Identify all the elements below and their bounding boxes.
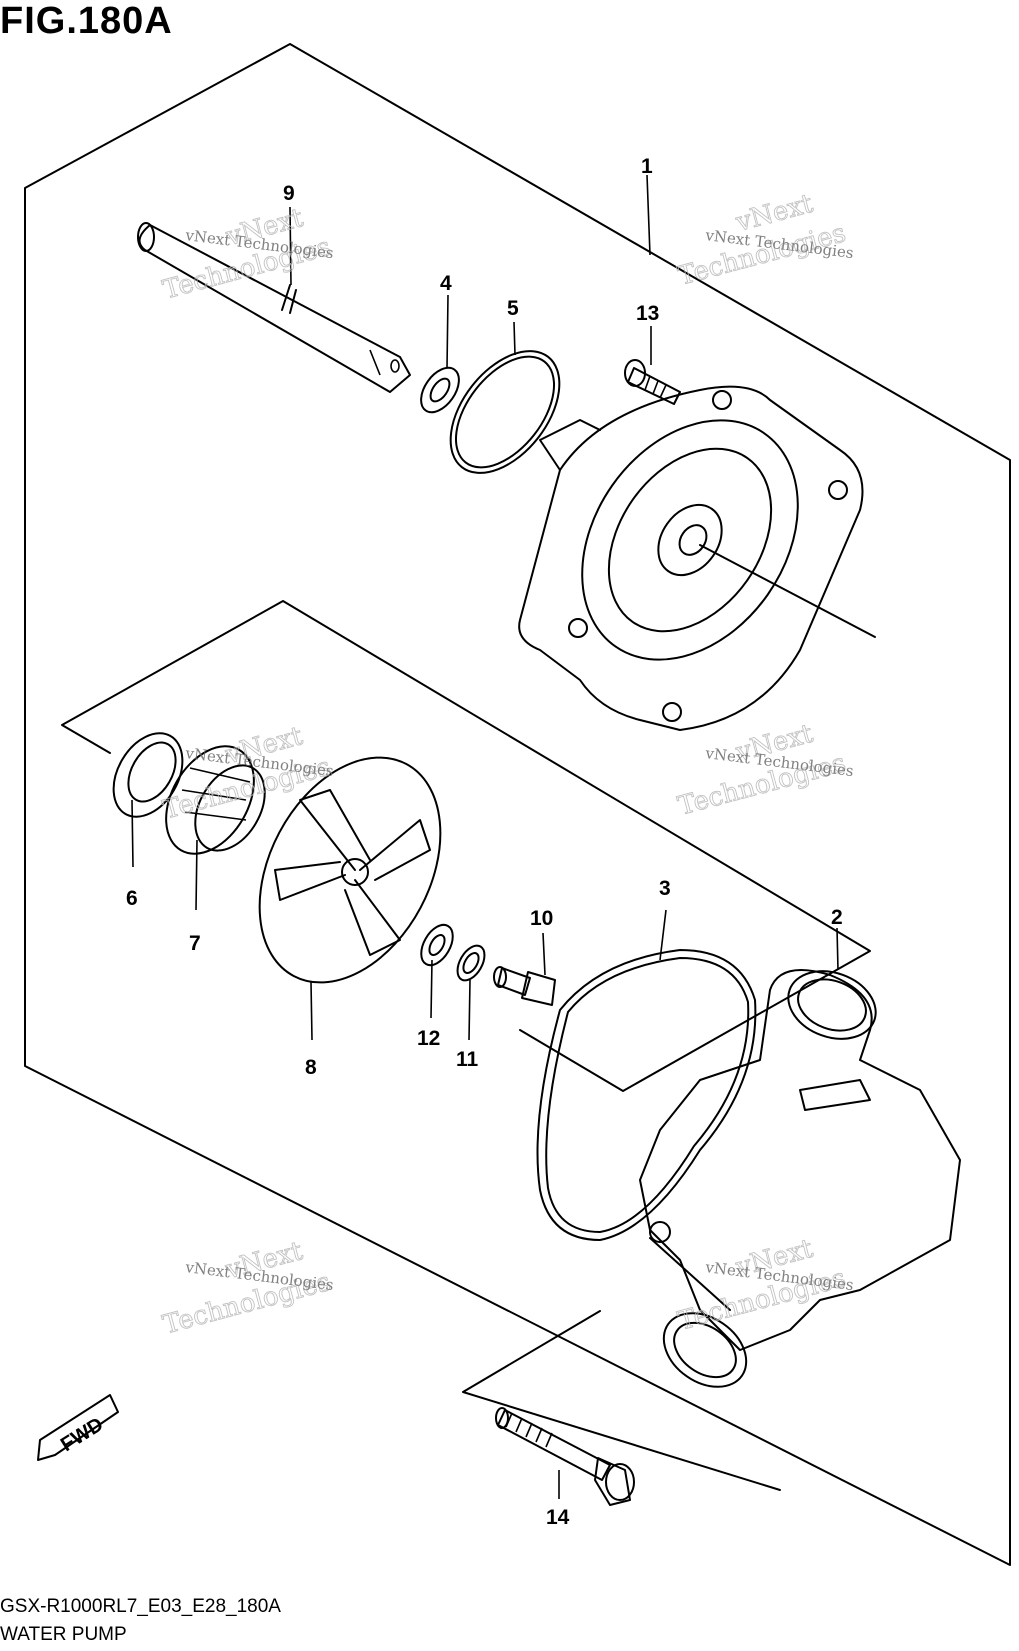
outer-frame [24,43,1011,1566]
fwd-arrow-icon: FWD [37,1394,119,1461]
callout-3: 3 [659,877,671,900]
callout-5: 5 [507,297,519,320]
fwd-label: FWD [57,1413,107,1456]
inner-frame [61,600,871,1092]
callout-2: 2 [831,906,843,929]
washer-part-12 [420,923,454,967]
callout-9: 9 [283,182,295,205]
callout-14: 14 [546,1506,570,1529]
figure-name: WATER PUMP [0,1624,127,1645]
impeller-part-8 [258,756,442,984]
figure-code: GSX-R1000RL7_E03_E28_180A [0,1596,281,1617]
figure-title: FIG.180A [0,0,173,42]
pump-body-part-1 [518,385,876,731]
o-ring-part-5 [449,350,561,474]
bolt-part-10 [493,966,556,1006]
watermarks: vNext Technologies vNext Technologies vN… [159,188,854,1341]
leader-lines [131,174,839,1499]
pump-cover-part-2 [639,969,961,1388]
bolt-part-14 [495,1407,635,1506]
bolt-part-13 [624,359,681,405]
callout-12: 12 [417,1027,440,1050]
washer-part-11 [456,944,486,982]
shaft-part [137,222,411,393]
callout-6: 6 [126,887,138,910]
mechanical-seal-part-7 [165,745,266,855]
callout-10: 10 [530,907,553,930]
callout-13: 13 [636,302,659,325]
seal-part-6 [112,732,184,818]
callout-11: 11 [456,1048,479,1071]
washer-part-4 [420,366,460,414]
callout-7: 7 [189,932,201,955]
callout-8: 8 [305,1056,317,1079]
callouts: 1 2 3 4 5 6 7 8 9 10 11 12 13 14 [126,155,843,1529]
bottom-frame [462,1310,781,1491]
callout-1: 1 [641,155,653,178]
gasket-part-3 [536,949,757,1241]
callout-4: 4 [440,272,452,295]
